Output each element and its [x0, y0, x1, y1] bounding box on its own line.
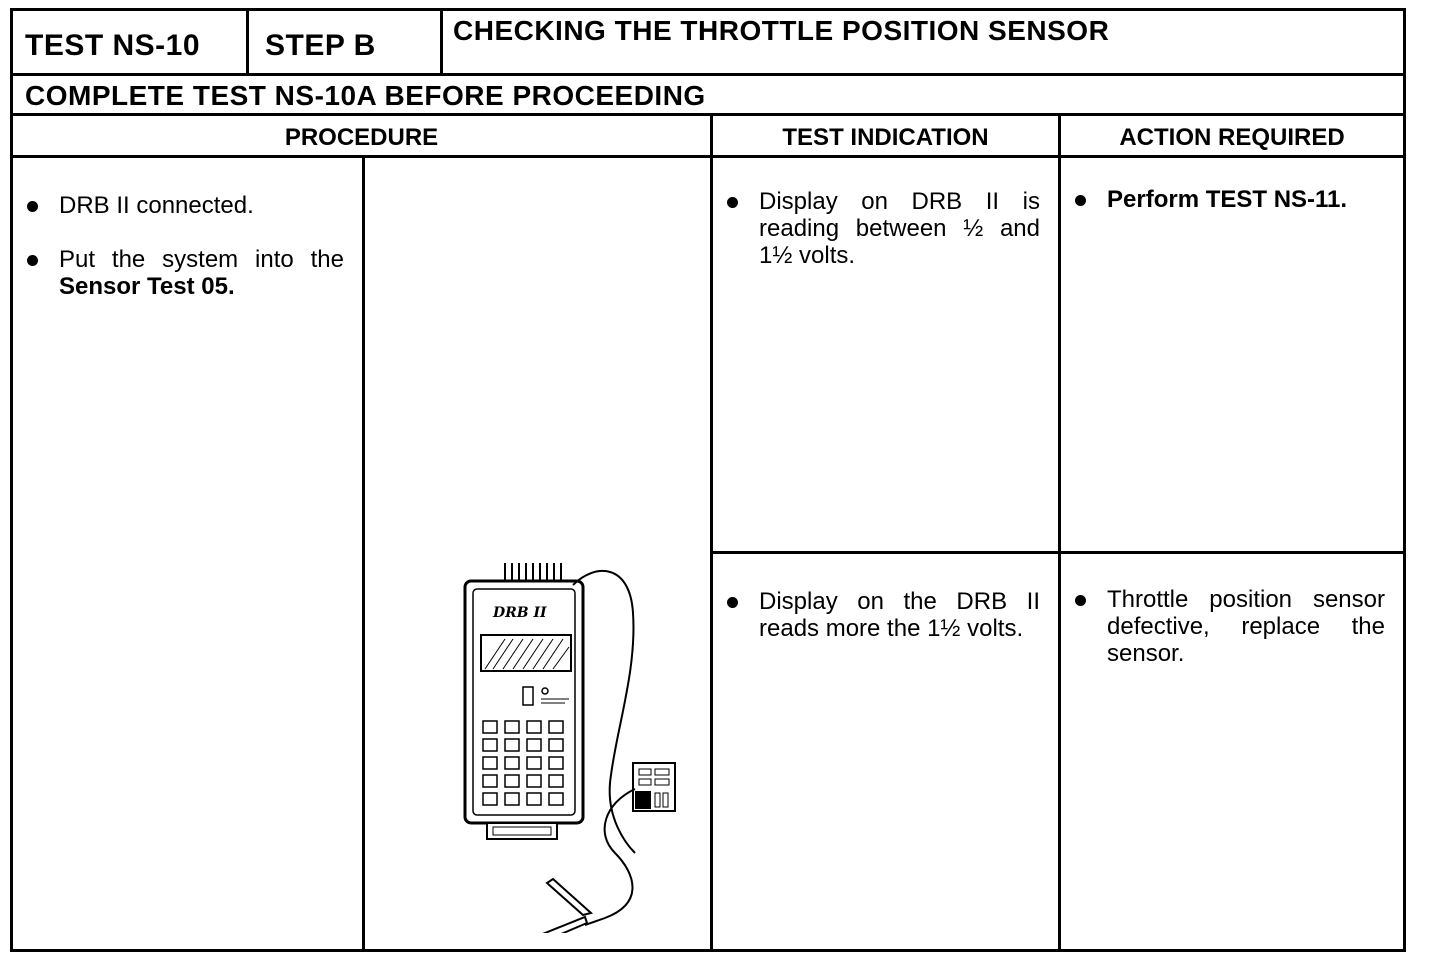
procedure-step-2-text: Put the system into the	[59, 246, 344, 273]
action-2: Throttle position sensor defective, repl…	[1061, 586, 1403, 667]
sensor-test-reference: Sensor Test 05.	[59, 273, 235, 300]
action-1: Perform TEST NS-11.	[1061, 186, 1403, 213]
bullet-icon	[727, 597, 738, 608]
test-indication-column-header: TEST INDICATION	[713, 116, 1061, 155]
procedure-steps: DRB II connected. Put the system into th…	[13, 158, 365, 949]
indication-2: Display on the DRB II reads more the 1½ …	[713, 588, 1058, 642]
procedure-step-2: Put the system into the Sensor Test 05.	[13, 246, 362, 300]
bullet-icon	[1075, 595, 1086, 606]
procedure-body: DRB II connected. Put the system into th…	[13, 158, 1403, 949]
indication-1: Display on DRB II is reading between ½ a…	[713, 188, 1058, 269]
column-header-row: PROCEDURE TEST INDICATION ACTION REQUIRE…	[13, 116, 1403, 158]
prerequisite-row: COMPLETE TEST NS-10A BEFORE PROCEEDING	[13, 76, 1403, 116]
step-label: STEP B	[249, 11, 443, 73]
action-required-column-header: ACTION REQUIRED	[1119, 124, 1345, 151]
indication-1-text: Display on DRB II is reading between ½ a…	[759, 188, 1040, 269]
indication-2-text: Display on the DRB II reads more the 1½ …	[759, 588, 1040, 642]
bullet-icon	[27, 201, 38, 212]
svg-text:DRB II: DRB II	[492, 605, 547, 621]
procedure-step-1-text: DRB II connected.	[59, 192, 254, 219]
result-row-divider	[713, 551, 1403, 554]
header-row: TEST NS-10 STEP B CHECKING THE THROTTLE …	[13, 11, 1403, 76]
action-1-text: Perform TEST NS-11.	[1107, 186, 1348, 213]
action-2-text: Throttle position sensor defective, repl…	[1107, 586, 1385, 667]
procedure-column-header: PROCEDURE	[13, 116, 713, 155]
page-title: CHECKING THE THROTTLE POSITION SENSOR	[453, 15, 1110, 46]
prerequisite-note: COMPLETE TEST NS-10A BEFORE PROCEEDING	[25, 80, 706, 111]
illustration-cell: DRB II	[365, 158, 713, 949]
bullet-icon	[1075, 195, 1086, 206]
bullet-icon	[27, 255, 38, 266]
test-id: TEST NS-10	[13, 11, 249, 73]
drb-ii-scan-tool-icon: DRB II	[463, 563, 676, 933]
bullet-icon	[727, 197, 738, 208]
procedure-step-1: DRB II connected.	[13, 192, 362, 219]
action-required-cell: Perform TEST NS-11. Throttle position se…	[1061, 158, 1403, 949]
test-procedure-sheet: TEST NS-10 STEP B CHECKING THE THROTTLE …	[10, 8, 1406, 952]
